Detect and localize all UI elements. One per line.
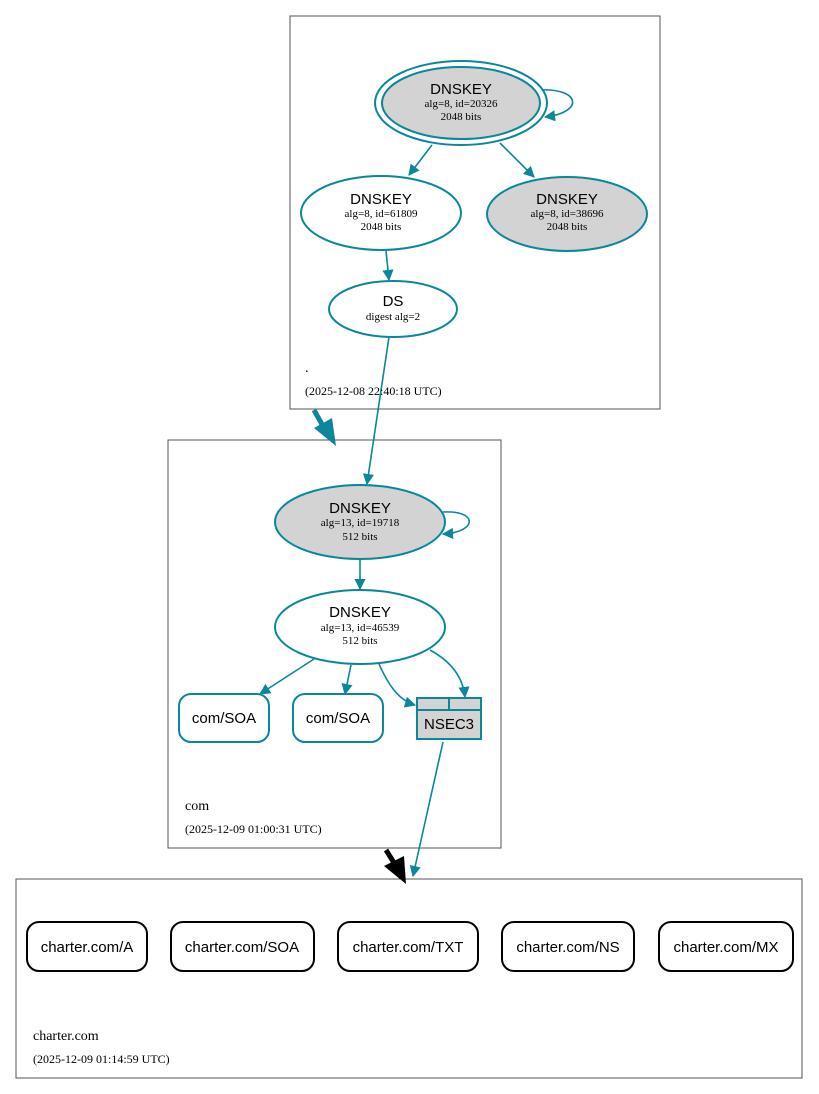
root-standby-alg: alg=8, id=38696 — [531, 208, 604, 220]
com-nsec3-node[interactable]: NSEC3 — [416, 697, 482, 740]
com-ksk-alg: alg=13, id=19718 — [321, 517, 400, 529]
nsec3-to-charter-edge — [409, 741, 444, 878]
com-ksk-node[interactable]: DNSKEY alg=13, id=19718 512 bits — [274, 484, 446, 560]
ds-to-com-ksk-edge — [362, 336, 390, 486]
com-zsk-bits: 512 bits — [342, 635, 377, 647]
com-zsk-alg: alg=13, id=46539 — [321, 622, 400, 634]
charter-soa-rrset[interactable]: charter.com/SOA — [170, 921, 315, 972]
root-ksk-to-zsk-edge — [408, 144, 433, 176]
com-zsk-to-soa2-edge — [341, 664, 353, 696]
root-zsk-node[interactable]: DNSKEY alg=8, id=61809 2048 bits — [300, 175, 462, 251]
root-ksk-to-standby-edge — [499, 142, 535, 178]
com-ksk-title: DNSKEY — [329, 500, 391, 517]
root-zone-name: . — [305, 361, 309, 376]
charter-soa-label: charter.com/SOA — [185, 939, 299, 956]
com-zone-timestamp: (2025-12-09 01:00:31 UTC) — [185, 822, 322, 836]
com-soa-rrset-1[interactable]: com/SOA — [178, 693, 270, 743]
charter-txt-rrset[interactable]: charter.com/TXT — [337, 921, 479, 972]
root-zsk-title: DNSKEY — [350, 191, 412, 208]
charter-ns-label: charter.com/NS — [516, 939, 619, 956]
com-zsk-title: DNSKEY — [329, 604, 391, 621]
charter-a-label: charter.com/A — [41, 939, 134, 956]
root-ksk-bits: 2048 bits — [441, 111, 482, 123]
com-zsk-to-nsec3-edge-2 — [429, 649, 470, 699]
com-soa-label-1: com/SOA — [192, 710, 256, 727]
charter-mx-label: charter.com/MX — [673, 939, 778, 956]
charter-zone-name: charter.com — [33, 1029, 99, 1044]
com-zsk-to-soa1-edge — [259, 658, 315, 695]
root-ds-node[interactable]: DS digest alg=2 — [328, 280, 458, 338]
com-zsk-node[interactable]: DNSKEY alg=13, id=46539 512 bits — [274, 589, 446, 665]
com-zsk-to-nsec3-edge-1 — [378, 663, 417, 708]
com-soa-rrset-2[interactable]: com/SOA — [292, 693, 384, 743]
com-ksk-bits: 512 bits — [342, 531, 377, 543]
root-ksk-node[interactable]: DNSKEY alg=8, id=20326 2048 bits — [374, 60, 548, 146]
charter-a-rrset[interactable]: charter.com/A — [26, 921, 148, 972]
root-zsk-bits: 2048 bits — [361, 221, 402, 233]
com-soa-label-2: com/SOA — [306, 710, 370, 727]
ds-title: DS — [383, 293, 404, 310]
root-zone-timestamp: (2025-12-08 22:40:18 UTC) — [305, 384, 442, 398]
root-ksk-self-edge — [539, 89, 574, 122]
charter-ns-rrset[interactable]: charter.com/NS — [501, 921, 635, 972]
root-ksk-alg: alg=8, id=20326 — [425, 98, 498, 110]
root-standby-title: DNSKEY — [536, 191, 598, 208]
com-ksk-self-edge — [441, 511, 471, 540]
root-standby-bits: 2048 bits — [547, 221, 588, 233]
charter-zone-timestamp: (2025-12-09 01:14:59 UTC) — [33, 1052, 170, 1066]
root-ksk-title: DNSKEY — [430, 81, 492, 98]
charter-txt-label: charter.com/TXT — [353, 939, 464, 956]
charter-mx-rrset[interactable]: charter.com/MX — [658, 921, 794, 972]
nsec3-label: NSEC3 — [424, 716, 474, 733]
com-to-charter-delegation-arrowhead — [384, 856, 406, 884]
root-to-com-delegation-arrowhead — [314, 418, 336, 446]
com-zone-name: com — [185, 799, 209, 814]
root-standby-key-node[interactable]: DNSKEY alg=8, id=38696 2048 bits — [486, 176, 648, 252]
root-zsk-alg: alg=8, id=61809 — [345, 208, 418, 220]
ds-digest: digest alg=2 — [366, 311, 420, 323]
root-zsk-to-ds-edge — [382, 250, 394, 282]
charter-zone-box — [15, 878, 803, 1079]
